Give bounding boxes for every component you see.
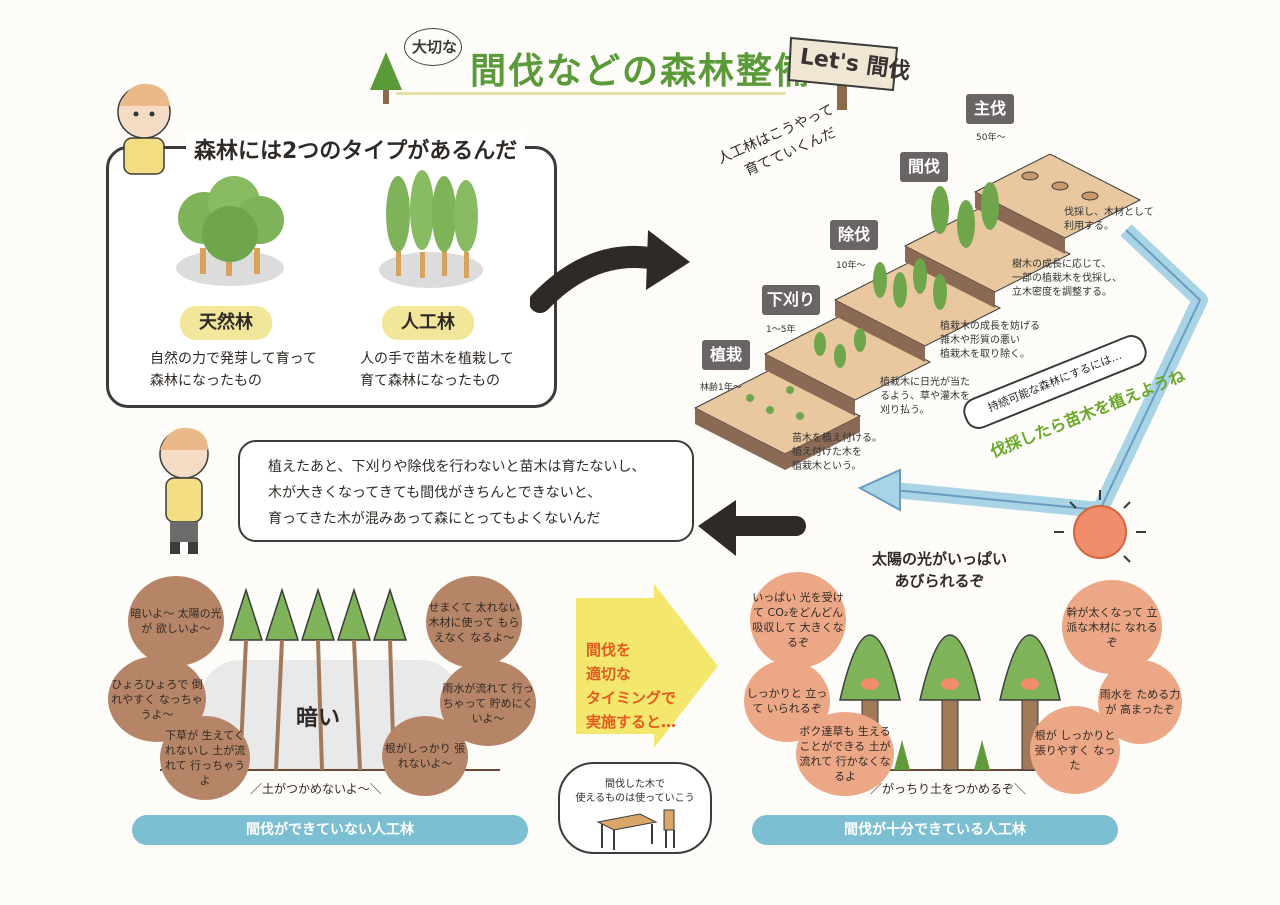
boy-thinking-character bbox=[159, 427, 209, 554]
explanation-line-2: 木が大きくなってきても間伐がきちんとできないと、 bbox=[268, 485, 602, 501]
good-circle-stand: しっかりと 立って いられるぞ bbox=[744, 660, 830, 742]
stage-age-harvest: 50年〜 bbox=[976, 133, 1006, 143]
bad-circle-soil: 下草が 生えてくれないし 土が流れて 行っちゃうよ bbox=[160, 716, 250, 800]
healthy-forest-illustration bbox=[830, 634, 1070, 771]
note-cleaning: 植栽木の成長を妨げる 雑木や形質の悪い 植栽木を取り除く。 bbox=[940, 321, 1040, 360]
signboard bbox=[787, 36, 899, 110]
process-blocks-illustration bbox=[693, 153, 1142, 470]
title-underline bbox=[396, 92, 786, 95]
note-weeding: 植栽木に日光が当た るよう、草や灌木を 刈り払う。 bbox=[880, 377, 970, 416]
title-oval bbox=[404, 28, 462, 66]
natural-forest-desc: 自然の力で発芽して育って 森林になったもの bbox=[150, 351, 317, 389]
stage-label-thinning: 間伐 bbox=[900, 152, 948, 182]
stage-age-planting: 林齢1年〜 bbox=[700, 383, 742, 393]
thinning-message: 間伐を 適切な タイミングで 実施すると… bbox=[586, 641, 677, 731]
good-ground-caption: ／がっちり土をつかめるぞ＼ bbox=[870, 782, 1027, 796]
bad-forest-banner: 間伐ができていない人工林 bbox=[132, 815, 528, 845]
natural-forest-illustration bbox=[176, 176, 284, 286]
stage-age-weeding: 1〜5年 bbox=[766, 325, 796, 335]
sun-caption: 太陽の光がいっぱい あびられるぞ bbox=[872, 550, 1008, 590]
note-planting: 苗木を植え付ける。 植え付けた木を 植栽木という。 bbox=[792, 433, 882, 472]
natural-forest-label: 天然林 bbox=[180, 306, 272, 340]
bad-circle-narrow: せまくて 太れない 木材に使って もらえなく なるよ〜 bbox=[426, 576, 522, 668]
good-forest-banner: 間伐が十分できている人工林 bbox=[752, 815, 1118, 845]
explanation-line-1: 植えたあと、下刈りや除伐を行わないと苗木は育たないし、 bbox=[268, 459, 646, 475]
yellow-arrow-icon bbox=[576, 584, 718, 748]
bad-ground-caption: ／土がつかめないよ〜＼ bbox=[250, 782, 382, 796]
stage-label-cleaning: 除伐 bbox=[830, 220, 878, 250]
good-circle-grass: ボク達草も 生えることができる 土が流れて 行かなくなるよ bbox=[796, 712, 894, 796]
good-circle-rain: 雨水を ためる力が 高まったぞ bbox=[1098, 660, 1182, 744]
boy-character bbox=[117, 83, 171, 175]
stage-label-weeding: 下刈り bbox=[762, 285, 820, 315]
table-chair-icon bbox=[596, 809, 675, 850]
good-circle-co2: いっぱい 光を受けて CO₂をどんどん 吸収して 大きくなるぞ bbox=[750, 572, 846, 668]
arrow-right-icon bbox=[530, 230, 690, 313]
reuse-cloud: 間伐した木で 使えるものは使っていこう bbox=[558, 762, 712, 854]
explanation-bubble: 植えたあと、下刈りや除伐を行わないと苗木は育たないし、 木が大きくなってきても間… bbox=[238, 440, 694, 542]
explanation-line-3: 育ってきた木が混みあって森にとってもよくないんだ bbox=[268, 511, 601, 527]
forest-types-box bbox=[106, 146, 557, 408]
forest-types-heading: 森林には2つのタイプがあるんだ bbox=[186, 133, 526, 165]
note-thinning: 樹木の成長に応じて、 一部の植栽木を伐採し、 立木密度を調整する。 bbox=[1012, 259, 1122, 298]
dark-label: 暗い bbox=[296, 706, 341, 731]
artificial-forest-illustration bbox=[379, 170, 483, 288]
good-circle-trunk: 幹が太くなって 立派な木材に なれるぞ bbox=[1062, 580, 1162, 674]
bad-circle-dark: 暗いよ〜 太陽の光が 欲しいよ〜 bbox=[128, 576, 224, 666]
arrow-left-icon bbox=[698, 500, 806, 556]
stage-age-cleaning: 10年〜 bbox=[836, 261, 866, 271]
stage-label-planting: 植栽 bbox=[702, 340, 750, 370]
bad-circle-roots: 根がしっかり 張れないよ〜 bbox=[382, 716, 468, 796]
tree-icon bbox=[370, 52, 402, 104]
artificial-forest-desc: 人の手で苗木を植栽して 育て森林になったもの bbox=[360, 351, 514, 389]
return-arrow-icon bbox=[857, 224, 1208, 518]
stage-label-harvest: 主伐 bbox=[966, 94, 1014, 124]
title-small-label: 大切な bbox=[412, 38, 458, 56]
sun-icon bbox=[1054, 490, 1146, 563]
artificial-forest-label: 人工林 bbox=[382, 306, 474, 340]
page-title: 間伐などの森林整備 bbox=[470, 51, 813, 92]
good-circle-roots: 根が しっかりと 張りやすく なった bbox=[1030, 706, 1120, 794]
note-harvest: 伐採し、木材として 利用する。 bbox=[1064, 207, 1154, 232]
